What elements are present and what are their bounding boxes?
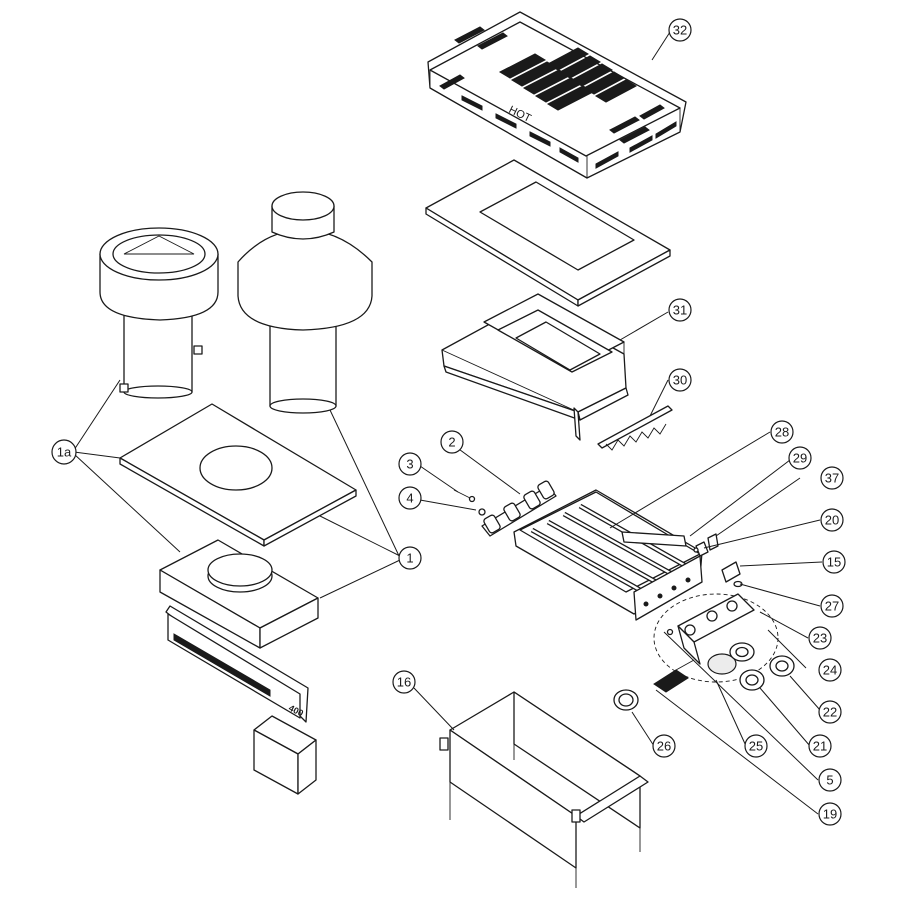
callout-2: 2 [440, 430, 464, 454]
callout-21: 21 [808, 734, 832, 758]
union-21 [739, 669, 765, 691]
bracket [253, 715, 317, 795]
svg-text:28: 28 [775, 425, 789, 440]
svg-text:37: 37 [825, 471, 839, 486]
svg-text:20: 20 [825, 513, 839, 528]
callout-30: 30 [668, 368, 692, 392]
callout-20: 20 [820, 508, 844, 532]
callout-22: 22 [818, 700, 842, 724]
callout-23: 23 [808, 626, 832, 650]
gasket-plate [425, 159, 671, 307]
svg-text:15: 15 [827, 555, 841, 570]
callout-28: 28 [770, 420, 794, 444]
side-vent-slots [439, 26, 677, 169]
callout-4: 4 [398, 486, 422, 510]
top-vent-grid [498, 47, 638, 111]
heat-exchanger [513, 489, 703, 621]
heat-exchanger-tubes [530, 503, 688, 593]
union-22 [769, 655, 795, 677]
callout-1: 1 [398, 546, 422, 570]
callout-27: 27 [820, 594, 844, 618]
washer-27 [733, 580, 743, 588]
callout-25: 25 [744, 734, 768, 758]
cap-26 [613, 689, 639, 711]
callout-3: 3 [398, 452, 422, 476]
callout-24: 24 [818, 658, 842, 682]
header-manifold [481, 480, 557, 537]
top-cover: HOT [427, 11, 687, 179]
svg-text:24: 24 [823, 663, 837, 678]
svg-text:19: 19 [823, 807, 837, 822]
svg-text:5: 5 [826, 773, 833, 788]
svg-text:32: 32 [673, 23, 687, 38]
svg-text:29: 29 [793, 451, 807, 466]
bypass-assembly [653, 659, 695, 693]
front-panel: 400 [165, 605, 309, 723]
svg-text:2: 2 [448, 435, 455, 450]
callout-32: 32 [668, 18, 692, 42]
svg-text:27: 27 [825, 599, 839, 614]
svg-text:4: 4 [406, 491, 413, 506]
svg-text:3: 3 [406, 457, 413, 472]
callout-29: 29 [788, 446, 812, 470]
callout-37: 37 [820, 466, 844, 490]
svg-text:25: 25 [749, 739, 763, 754]
svg-text:1: 1 [406, 551, 413, 566]
burner-strip [597, 405, 673, 451]
vent-cap-stack [237, 191, 373, 414]
fitting-20 [693, 541, 709, 557]
svg-text:16: 16 [397, 675, 411, 690]
fitting-37 [707, 533, 719, 551]
svg-text:26: 26 [657, 739, 671, 754]
sensor-15 [721, 561, 741, 583]
callout-1a: 1a [51, 439, 77, 465]
vent-base-plate [119, 403, 357, 547]
baffle-rod [621, 531, 687, 547]
svg-text:23: 23 [813, 631, 827, 646]
vent-adapter-round [99, 227, 219, 399]
callout-15: 15 [822, 550, 846, 574]
vent-collar-box [159, 539, 319, 649]
svg-text:1a: 1a [57, 445, 72, 460]
callout-16: 16 [392, 670, 416, 694]
leader-lines [73, 31, 823, 815]
combustion-tray [441, 293, 629, 441]
svg-text:30: 30 [673, 373, 687, 388]
callout-5: 5 [818, 768, 842, 792]
callout-26: 26 [652, 734, 676, 758]
stand-frame [439, 691, 649, 888]
svg-text:31: 31 [673, 303, 687, 318]
svg-text:22: 22 [823, 705, 837, 720]
svg-text:21: 21 [813, 739, 827, 754]
inlet-outlet-header [653, 593, 779, 683]
callout-19: 19 [818, 802, 842, 826]
callout-31: 31 [668, 298, 692, 322]
o-ring-small [478, 508, 486, 516]
